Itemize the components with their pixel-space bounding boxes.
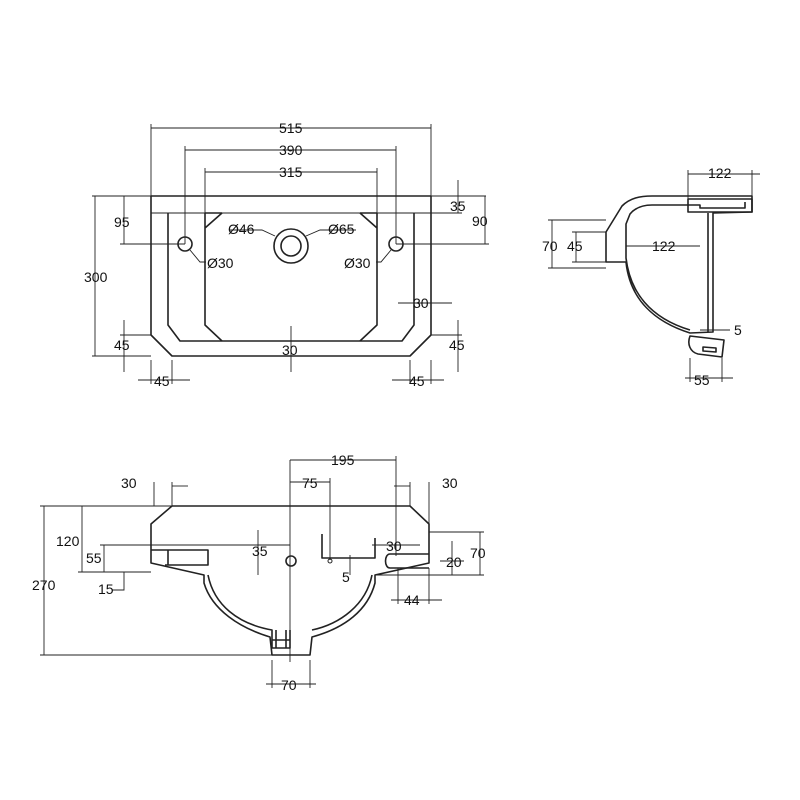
dim-tap-spacing: 44 — [404, 592, 420, 608]
front-dimensions — [92, 124, 489, 384]
front-inner-well — [204, 212, 378, 342]
front-dimension-labels: 515 390 315 300 95 35 90 Ø46 Ø65 Ø30 Ø30… — [84, 120, 488, 389]
dim-rim-depth: 90 — [472, 213, 488, 229]
dim-right-height: 70 — [470, 545, 486, 561]
dim-foot-depth: 55 — [694, 372, 710, 388]
dim-inner-projection: 122 — [652, 238, 676, 254]
dim-side-wall: 30 — [413, 295, 429, 311]
side-foot — [688, 335, 725, 358]
dim-inner-width: 315 — [279, 164, 303, 180]
dim-right-chamfer-height: 45 — [449, 337, 465, 353]
section-inner-bowl — [207, 574, 373, 649]
front-view: 515 390 315 300 95 35 90 Ø46 Ø65 Ø30 Ø30… — [84, 120, 489, 389]
dim-overflow-height: 55 — [86, 550, 102, 566]
dim-right-chamfer-width: 45 — [409, 373, 425, 389]
dim-wall-thickness: 5 — [734, 322, 742, 338]
dim-left-chamfer-height: 45 — [114, 337, 130, 353]
waste-inner-circle — [280, 235, 302, 257]
section-overflow-hole — [285, 555, 297, 567]
section-dimension-labels: 270 120 55 15 30 30 195 75 35 5 30 20 70… — [32, 452, 486, 693]
dim-base-wall: 30 — [282, 342, 298, 358]
dim-overall-height: 300 — [84, 269, 108, 285]
section-right-channel — [321, 534, 429, 569]
dim-left-chamfer-width: 45 — [154, 373, 170, 389]
section-waste — [272, 630, 290, 648]
dim-left-chamfer: 30 — [121, 475, 137, 491]
dim-small-gap: 5 — [342, 569, 350, 585]
dim-waste-inner: Ø46 — [228, 221, 255, 237]
section-dimensions — [40, 456, 484, 688]
dim-centre-offset: 75 — [302, 475, 318, 491]
side-dimension-labels: 122 122 70 45 5 55 — [542, 165, 742, 388]
section-view: 270 120 55 15 30 30 195 75 35 5 30 20 70… — [32, 452, 486, 693]
dim-rim-thickness: 35 — [252, 543, 268, 559]
side-rim-block — [687, 198, 753, 213]
side-outline — [605, 195, 753, 334]
dim-tap-hole-small-left: Ø30 — [207, 255, 234, 271]
dim-tap-offset: 30 — [386, 538, 402, 554]
waste-outer-circle — [273, 228, 309, 264]
dim-tap-dia: 20 — [446, 554, 462, 570]
dim-rim-height: 120 — [56, 533, 80, 549]
dim-total-height: 270 — [32, 577, 56, 593]
dim-waste-width: 70 — [281, 677, 297, 693]
dim-overall-width: 515 — [279, 120, 303, 136]
dim-outer-tap-centres: 390 — [279, 142, 303, 158]
dim-waste-outer: Ø65 — [328, 221, 355, 237]
dim-overflow-drop: 15 — [98, 581, 114, 597]
dim-rim-top: 35 — [450, 198, 466, 214]
side-dimensions — [548, 170, 760, 382]
dim-half-width: 195 — [331, 452, 355, 468]
dim-bracket-height-outer: 70 — [542, 238, 558, 254]
side-view: 122 122 70 45 5 55 — [542, 165, 760, 388]
dim-top-projection: 122 — [708, 165, 732, 181]
dim-tap-hole-height: 95 — [114, 214, 130, 230]
dim-bracket-height-inner: 45 — [567, 238, 583, 254]
section-left-channel — [151, 549, 209, 566]
dim-tap-hole-small-right: Ø30 — [344, 255, 371, 271]
dim-right-chamfer: 30 — [442, 475, 458, 491]
side-inner-outline — [625, 202, 746, 331]
